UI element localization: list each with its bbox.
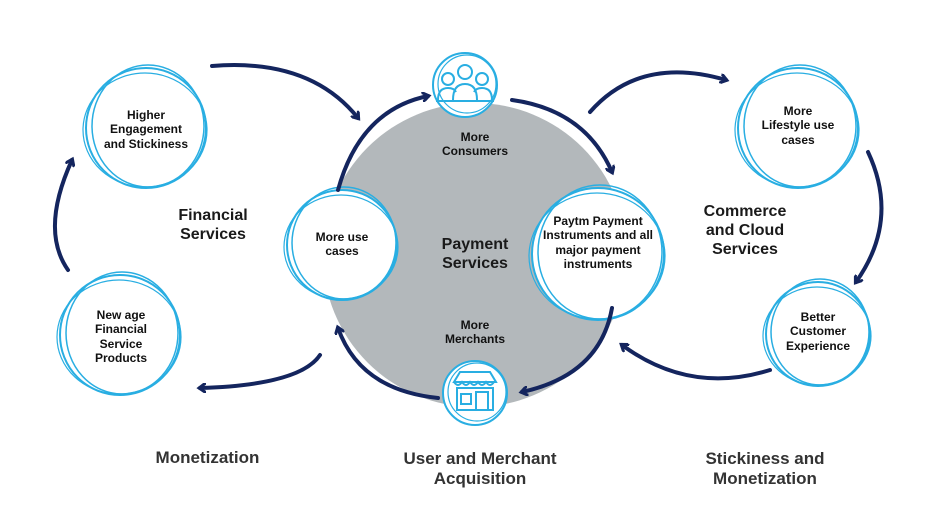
arrow-center-to-consumers (336, 96, 428, 192)
caption-monetization: Monetization (155, 448, 260, 467)
arrow-paytm-to-merchants (522, 306, 614, 392)
arrow-products-to-engagement (52, 160, 72, 272)
section-commerce-cloud: Commerce and Cloud Services (703, 203, 787, 259)
arrow-usecases-to-products (200, 353, 322, 388)
node-more-use-cases: More use cases (315, 230, 369, 259)
node-circle-paytm-instruments (528, 184, 666, 321)
arrow-merchants-to-usecases (338, 328, 440, 400)
node-new-age-products: New age Financial Service Products (94, 308, 147, 366)
caption-stickiness: Stickiness and Monetization (705, 449, 825, 489)
flow-arrows (52, 63, 884, 400)
center-top-label: More Consumers (441, 130, 509, 159)
arrow-center-to-lifestyle (588, 70, 726, 114)
arrow-lifestyle-to-experience (856, 150, 884, 282)
node-circle-new-age-products (56, 271, 182, 396)
node-circle-higher-engagement (82, 64, 208, 189)
storefront-icon (442, 360, 508, 426)
node-circle-lifestyle (734, 64, 860, 189)
arrow-consumers-to-paytm (510, 98, 612, 172)
node-lifestyle: More Lifestyle use cases (761, 104, 835, 147)
node-better-experience: Better Customer Experience (785, 310, 851, 353)
node-higher-engagement: Higher Engagement and Stickiness (103, 108, 189, 151)
group-of-people-icon (432, 52, 498, 118)
node-paytm-instruments: Paytm Payment Instruments and all major … (542, 214, 654, 272)
caption-acquisition: User and Merchant Acquisition (403, 449, 557, 489)
center-bottom-label: More Merchants (444, 318, 506, 347)
arrow-experience-to-center (622, 345, 772, 381)
section-financial-services: Financial Services (178, 207, 248, 244)
center-title: Payment Services (441, 236, 509, 273)
node-circle-more-use-cases (283, 186, 399, 301)
payment-services-circle (323, 103, 627, 407)
node-circle-better-experience (762, 278, 872, 387)
arrow-engagement-to-center (210, 63, 358, 118)
